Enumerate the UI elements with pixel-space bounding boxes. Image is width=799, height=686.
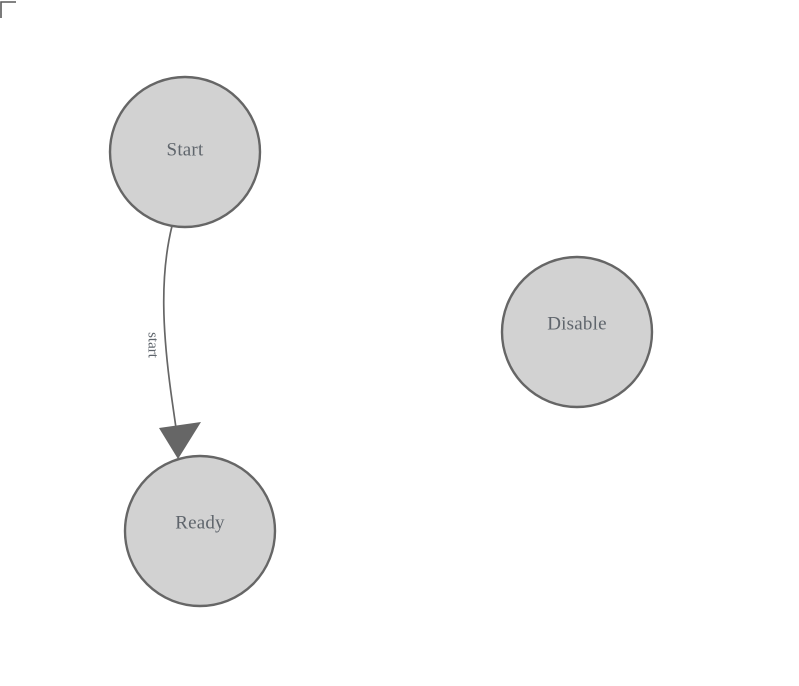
state-node-start[interactable]: Start: [108, 75, 262, 229]
edge-label-start: start: [145, 332, 161, 359]
state-label-ready: Ready: [175, 512, 225, 533]
arrowhead-icon: [159, 422, 201, 459]
state-node-disable[interactable]: Disable: [500, 255, 654, 409]
state-label-start: Start: [167, 139, 204, 160]
state-circle-ready: [123, 454, 277, 608]
crop-corner-mark: [0, 1, 16, 18]
edge-start-to-ready[interactable]: start: [145, 225, 201, 459]
state-label-disable: Disable: [547, 313, 606, 334]
edge-path-start-to-ready: [162, 225, 177, 429]
state-circle-start: [108, 75, 262, 229]
state-circle-disable: [500, 255, 654, 409]
state-node-ready[interactable]: Ready: [123, 454, 277, 608]
